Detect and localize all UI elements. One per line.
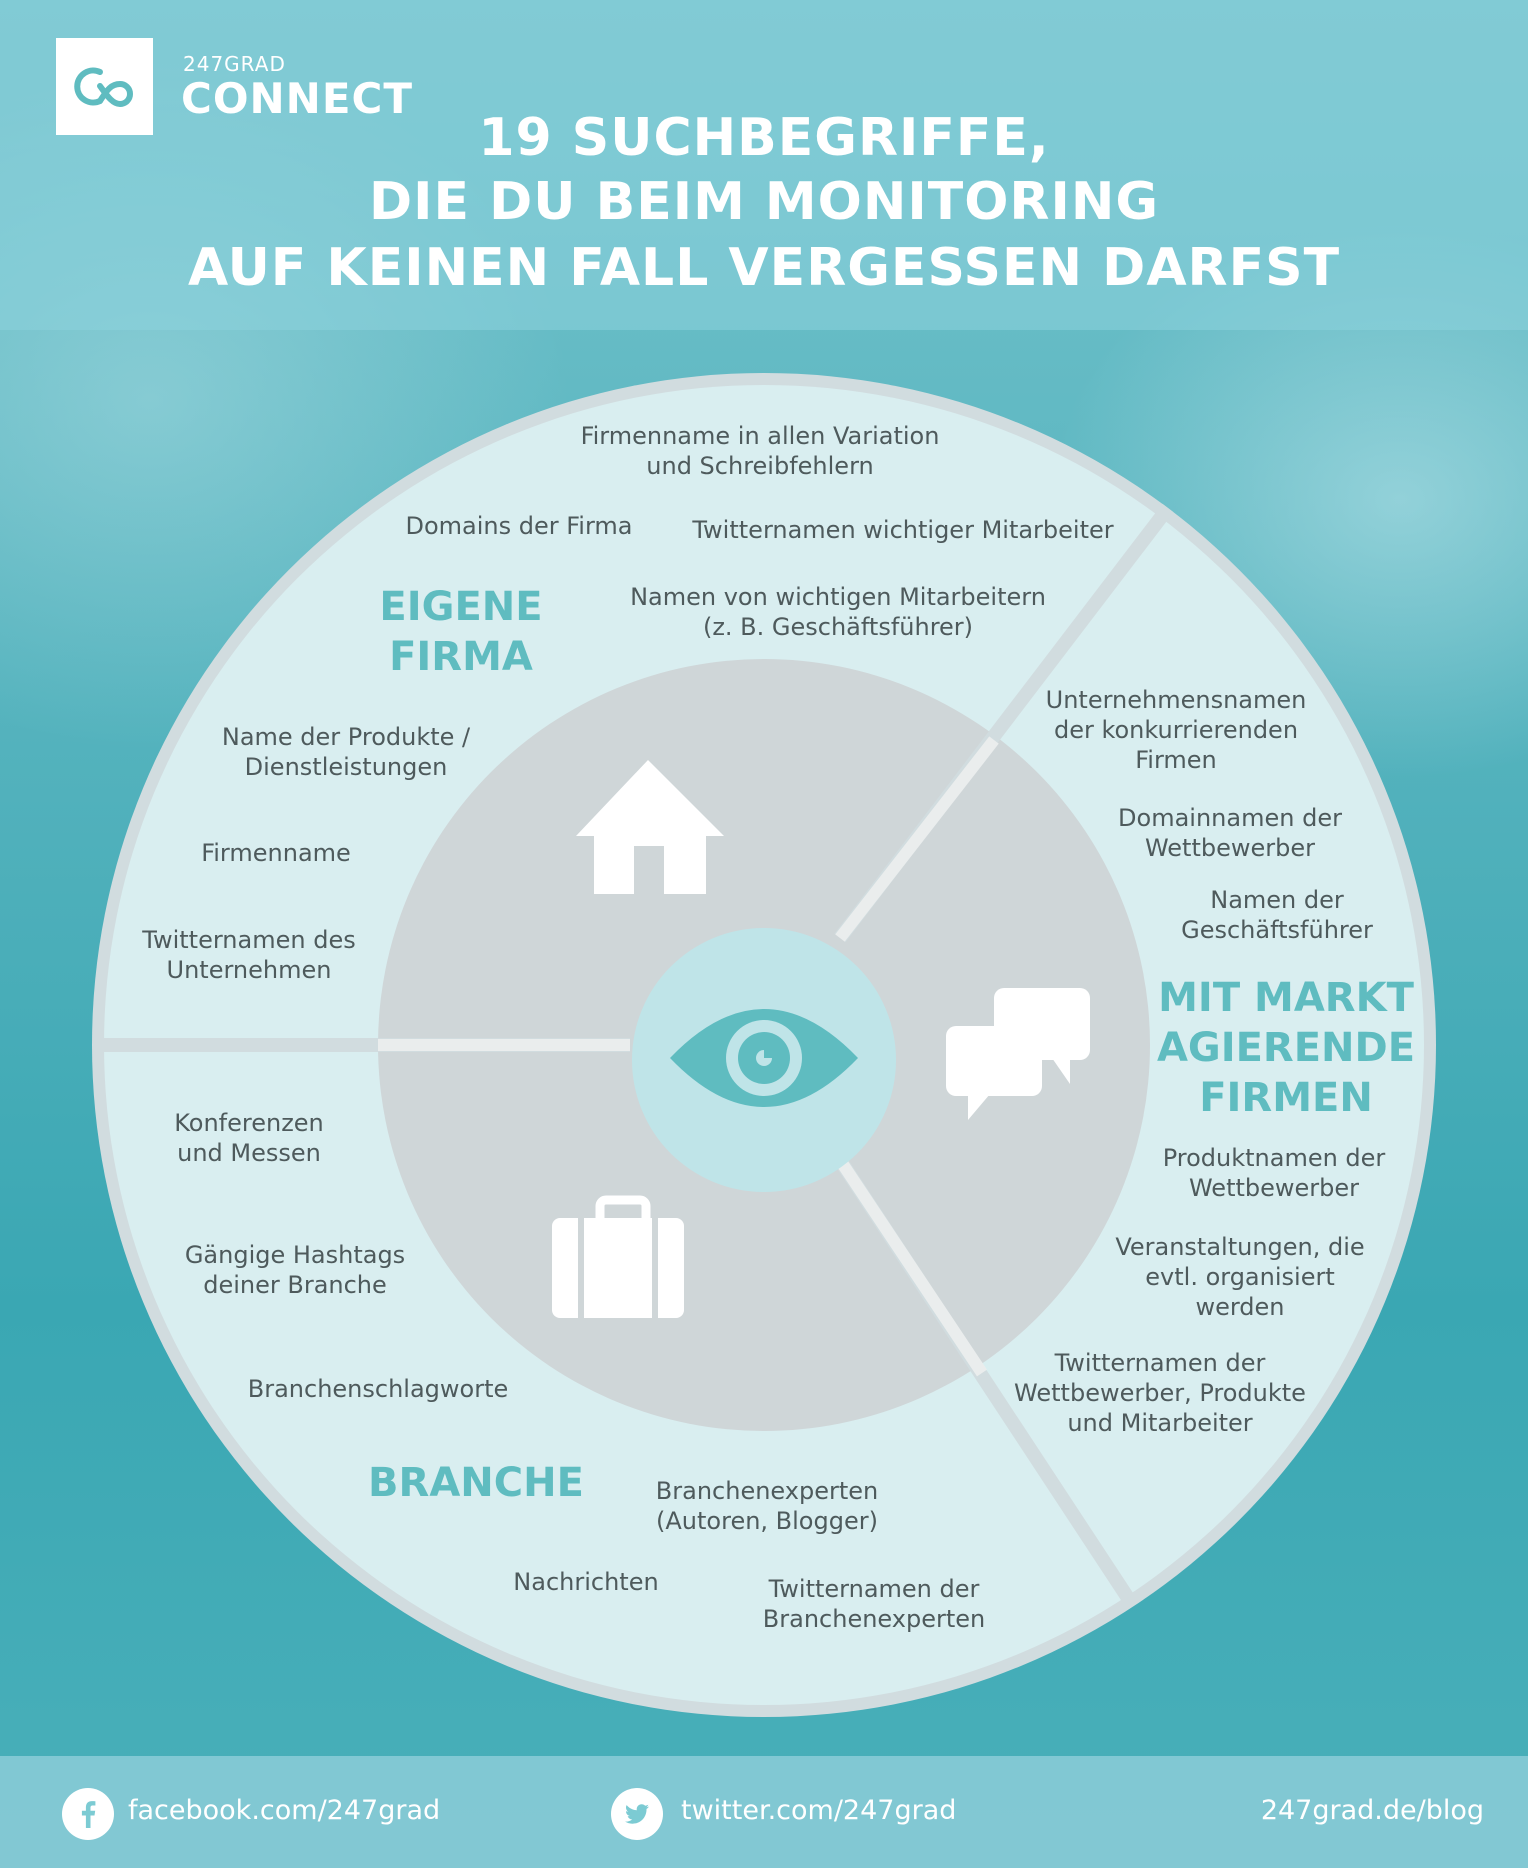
page-title-line-3: AUF KEINEN FALL VERGESSEN DARFST (187, 238, 1341, 298)
term-twitternamen-wettbewerber: Twitternamen der Wettbewerber, Produkte … (1014, 1348, 1306, 1438)
term-firmenname: Firmenname (201, 839, 351, 867)
term-line: Wettbewerber, Produkte (1014, 1379, 1306, 1407)
term-line: der konkurrierenden (1053, 716, 1299, 744)
eye-icon (670, 1009, 858, 1107)
infinity-loop-icon (74, 67, 133, 108)
divider-inner-bottom (835, 1156, 987, 1377)
term-line: Gängige Hashtags (184, 1241, 406, 1269)
term-namen-mitarbeiter: Namen von wichtigen Mitarbeitern (z. B. … (630, 582, 1046, 642)
term-namen-geschaeftsfuehrer: Namen der Geschäftsführer (1181, 885, 1373, 945)
category-markt-line-1: MIT MARKT (1158, 975, 1414, 1021)
category-markt-line-3: FIRMEN (1199, 1075, 1373, 1121)
house-icon (576, 760, 724, 894)
term-twitternamen-unternehmen: Twitternamen des Unternehmen (142, 925, 355, 985)
term-line: und Schreibfehlern (646, 452, 874, 480)
term-domains-der-firma: Domains der Firma (405, 512, 633, 540)
term-line: Unternehmensnamen (1045, 686, 1307, 714)
term-line: Branchenexperten (655, 1477, 879, 1505)
term-line: Name der Produkte / (221, 723, 471, 751)
term-line: und Mitarbeiter (1067, 1409, 1253, 1437)
term-line: Veranstaltungen, die (1115, 1233, 1365, 1261)
term-konferenzen-messen: Konferenzen und Messen (174, 1108, 324, 1168)
term-twitternamen-branchenexperten: Twitternamen der Branchenexperten (763, 1574, 985, 1634)
brand-logo[interactable] (56, 38, 153, 135)
speech-bubbles-icon (946, 988, 1090, 1120)
term-line: (Autoren, Blogger) (656, 1507, 878, 1535)
term-nachrichten: Nachrichten (513, 1568, 659, 1596)
page-title-line-2: DIE DU BEIM MONITORING (368, 172, 1160, 232)
term-line: Konferenzen (174, 1109, 324, 1137)
term-line: Twitternamen der (768, 1575, 980, 1603)
term-line: Twitternamen der (1054, 1349, 1266, 1377)
term-line: Twitternamen des (142, 926, 356, 954)
facebook-link[interactable]: facebook.com/247grad (128, 1795, 441, 1826)
term-name-der-produkte: Name der Produkte / Dienstleistungen (222, 722, 470, 782)
term-firmenname-variationen: Firmenname in allen Variation und Schrei… (581, 421, 940, 481)
term-produktnamen-wettbewerber: Produktnamen der Wettbewerber (1163, 1143, 1386, 1203)
page-title-line-1: 19 SUCHBEGRIFFE, (478, 108, 1050, 168)
term-line: Produktnamen der (1162, 1144, 1386, 1172)
term-line: Wettbewerber (1188, 1174, 1360, 1202)
term-line: evtl. organisiert (1145, 1263, 1335, 1291)
facebook-icon[interactable] (62, 1788, 114, 1840)
term-line: Namen der (1210, 886, 1344, 914)
term-twitternamen-mitarbeiter: Twitternamen wichtiger Mitarbeiter (692, 516, 1114, 544)
category-branche: BRANCHE (368, 1460, 584, 1506)
category-markt: MIT MARKT AGIERENDE FIRMEN (1157, 973, 1415, 1123)
blog-link[interactable]: 247grad.de/blog (1260, 1795, 1484, 1826)
term-line: deiner Branche (203, 1271, 387, 1299)
term-domainnamen-wettbewerber: Domainnamen der Wettbewerber (1118, 803, 1342, 863)
term-line: Unternehmen (166, 956, 332, 984)
term-line: Branchenexperten (762, 1605, 986, 1633)
category-eigene-firma-line-1: EIGENE (379, 584, 543, 630)
header-band (0, 0, 1528, 330)
twitter-link[interactable]: twitter.com/247grad (681, 1795, 957, 1826)
term-line: Domainnamen der (1118, 804, 1342, 832)
term-gaengige-hashtags: Gängige Hashtags deiner Branche (185, 1240, 405, 1300)
term-line: Firmenname in allen Variation (580, 422, 940, 450)
term-line: Geschäftsführer (1181, 916, 1373, 944)
category-markt-line-2: AGIERENDE (1156, 1025, 1416, 1071)
term-line: Namen von wichtigen Mitarbeitern (630, 583, 1046, 611)
term-branchenexperten: Branchenexperten (Autoren, Blogger) (656, 1476, 878, 1536)
brand-tagline: 247GRAD (183, 52, 286, 76)
term-line: werden (1195, 1293, 1285, 1321)
footer-band (0, 1756, 1528, 1868)
category-eigene-firma-line-2: FIRMA (389, 634, 533, 680)
brand-name: CONNECT (181, 74, 413, 123)
term-unternehmensnamen-konkurrenz: Unternehmensnamen der konkurrierenden Fi… (1046, 685, 1307, 775)
briefcase-icon (552, 1195, 684, 1318)
term-line: Wettbewerber (1144, 834, 1316, 862)
twitter-icon[interactable] (611, 1788, 663, 1840)
term-line: Dienstleistungen (244, 753, 448, 781)
term-branchenschlagworte: Branchenschlagworte (247, 1375, 509, 1403)
term-line: (z. B. Geschäftsführer) (702, 613, 974, 641)
term-line: Firmen (1135, 746, 1217, 774)
term-line: und Messen (177, 1139, 321, 1167)
divider-inner-top (835, 736, 999, 942)
category-eigene-firma: EIGENE FIRMA (379, 582, 542, 682)
term-veranstaltungen: Veranstaltungen, die evtl. organisiert w… (1115, 1232, 1364, 1322)
